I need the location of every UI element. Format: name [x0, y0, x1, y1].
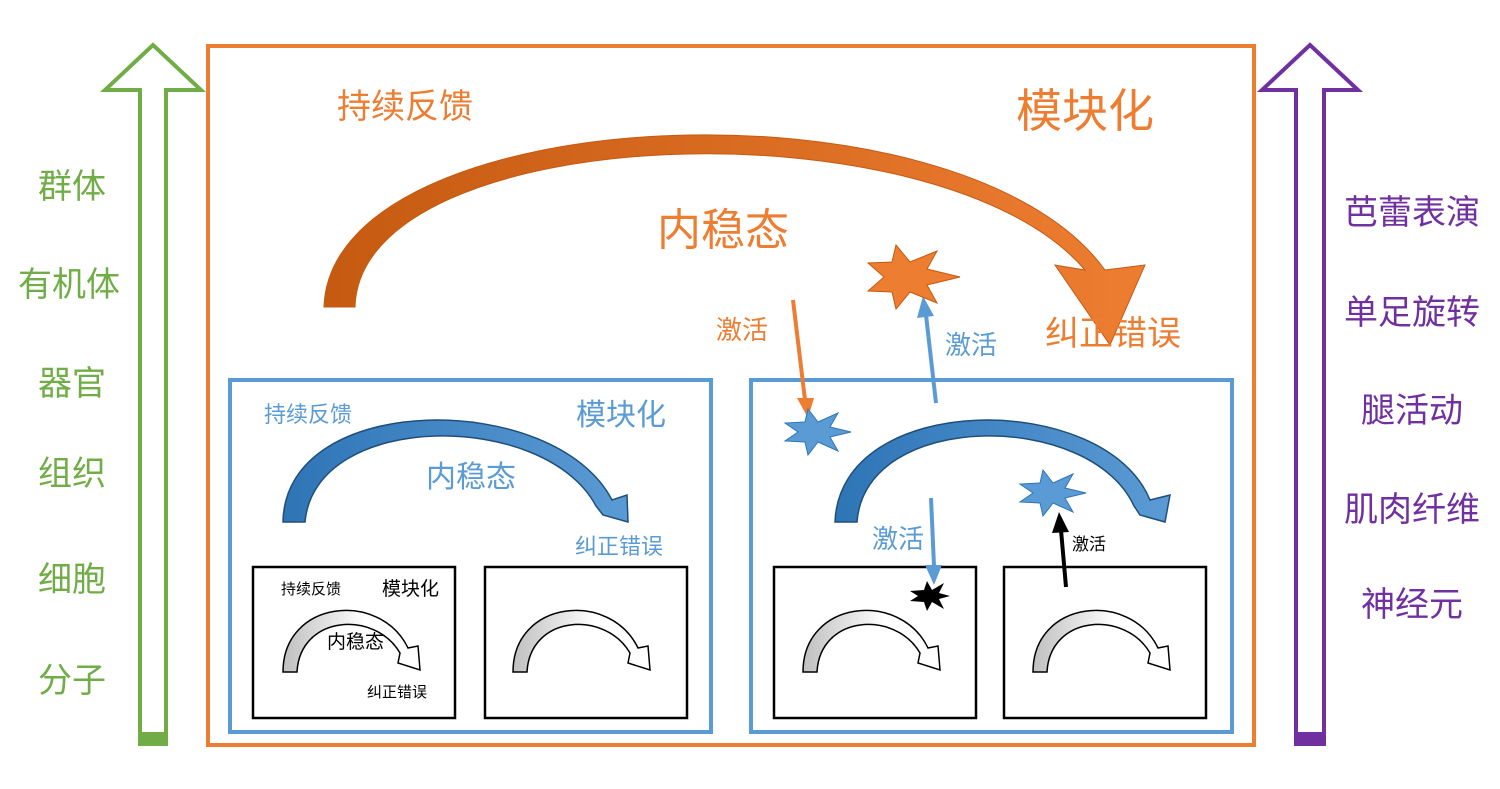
activation-label-black: 激活: [1072, 535, 1106, 555]
right-scale-item-muscle: 肌肉纤维: [1344, 490, 1480, 530]
activation-arrow-blue-down: [925, 497, 942, 585]
level3-box-2: [483, 565, 689, 720]
activation-label-blue-down: 激活: [872, 525, 925, 555]
level3-box-4: [1002, 565, 1208, 720]
level2-curved-arrow-left: [282, 419, 629, 523]
level3-curved-arrows: [282, 609, 1171, 673]
level3-modularity-label: 模块化: [382, 578, 440, 600]
left-scale-arrow-base: [138, 732, 168, 746]
level1-modularity-label: 模块化: [1016, 84, 1154, 138]
activation-label-orange: 激活: [716, 316, 769, 346]
activation-label-blue-up: 激活: [945, 331, 998, 361]
level3-error-correction-label: 纠正错误: [367, 683, 428, 701]
level1-error-correction-label: 纠正错误: [1045, 314, 1181, 354]
level1-curved-arrow: [323, 134, 1146, 347]
right-scale-item-neuron: 神经元: [1361, 585, 1463, 625]
blue-burst-left: [783, 407, 852, 457]
right-scale-item-leg: 腿活动: [1361, 391, 1463, 431]
blue-burst-right: [1018, 468, 1087, 518]
activation-arrow-orange-down: [791, 299, 814, 418]
left-scale-item-population: 群体: [38, 167, 106, 207]
level2-box-right: [749, 378, 1234, 734]
right-scale-arrow: [1256, 42, 1364, 745]
left-scale-item-organ: 器官: [38, 364, 106, 404]
activation-arrow-black-up: [1052, 512, 1069, 588]
orange-burst: [866, 243, 961, 311]
left-scale-item-cell: 细胞: [38, 560, 106, 600]
black-burst: [910, 581, 950, 611]
level2-feedback-label: 持续反馈: [264, 403, 353, 428]
right-scale-arrow-base: [1294, 732, 1326, 746]
right-scale-item-ballet: 芭蕾表演: [1344, 193, 1480, 233]
left-scale-item-molecule: 分子: [38, 661, 106, 701]
left-scale-item-tissue: 组织: [38, 454, 106, 494]
left-scale-item-organism: 有机体: [18, 265, 120, 305]
left-scale-arrow: [99, 42, 207, 745]
level2-homeostasis-label: 内稳态: [426, 460, 516, 495]
level3-box-3: [772, 565, 978, 720]
level1-box: [206, 44, 1256, 747]
level2-error-correction-label: 纠正错误: [575, 535, 664, 560]
level2-modularity-label: 模块化: [576, 398, 666, 433]
level3-homeostasis-label: 内稳态: [327, 631, 385, 653]
level2-curved-arrow-right: [834, 419, 1171, 523]
level3-feedback-label: 持续反馈: [281, 580, 342, 598]
level1-feedback-label: 持续反馈: [337, 87, 473, 127]
activation-arrow-blue-up: [917, 296, 938, 404]
level3-box-1: [251, 565, 457, 720]
right-scale-item-pirouette: 单足旋转: [1344, 293, 1480, 333]
level2-box-left: [228, 378, 713, 734]
level1-homeostasis-label: 内稳态: [657, 205, 789, 256]
